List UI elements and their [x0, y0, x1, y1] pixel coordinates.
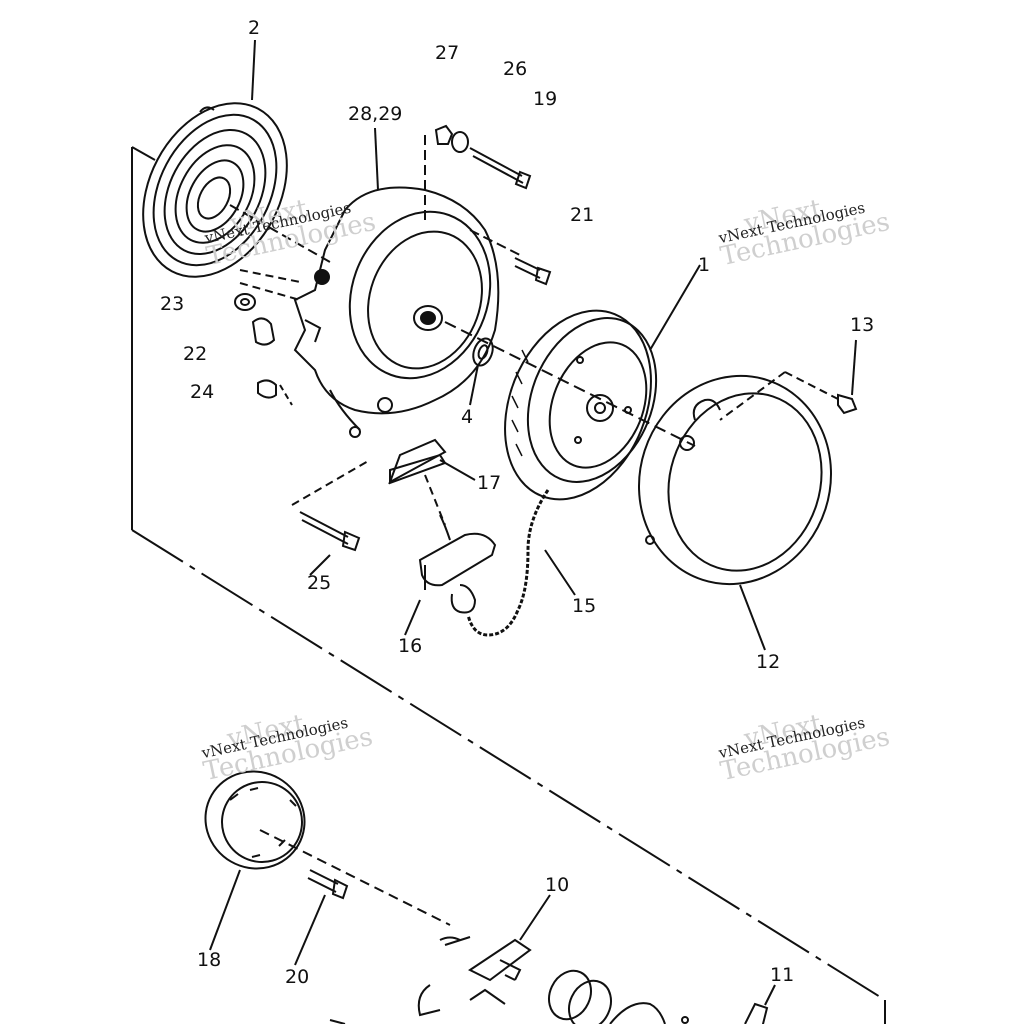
starter-housing — [293, 127, 500, 438]
seal-4 — [469, 337, 494, 406]
callout-18: 18 — [197, 949, 222, 971]
bolt-set-top — [434, 124, 532, 190]
small-fasteners-left — [234, 293, 277, 399]
callout-2: 2 — [248, 17, 261, 39]
recoil-spring — [142, 39, 288, 278]
callout-27: 27 — [435, 42, 460, 64]
callout-22: 22 — [183, 343, 208, 365]
bolt-20 — [294, 869, 349, 966]
callout-4: 4 — [461, 406, 474, 428]
callout-17: 17 — [477, 472, 502, 494]
plate-17 — [388, 438, 476, 485]
callout-24: 24 — [190, 381, 215, 403]
callout-10: 10 — [545, 874, 570, 896]
callout-12: 12 — [756, 651, 781, 673]
callout-26: 26 — [503, 58, 528, 80]
callout-1: 1 — [698, 254, 711, 276]
switch-16 — [404, 514, 497, 636]
callout-23: 23 — [160, 293, 185, 315]
callout-15: 15 — [572, 595, 597, 617]
bottom-parts — [329, 969, 776, 1024]
cover-12 — [638, 374, 832, 651]
axis-lines — [229, 135, 841, 526]
bolt-13 — [837, 339, 858, 415]
callout-20: 20 — [285, 966, 310, 988]
callout-21: 21 — [570, 204, 595, 226]
callout-16: 16 — [398, 635, 423, 657]
frame-lines — [131, 146, 886, 1024]
callout-19: 19 — [533, 88, 558, 110]
wire-15 — [466, 489, 576, 637]
bolt-25 — [299, 511, 361, 576]
callout-11: 11 — [770, 964, 795, 986]
ring-18 — [204, 770, 451, 951]
callout-13: 13 — [850, 314, 875, 336]
switch-10 — [417, 894, 551, 1017]
callout-25: 25 — [307, 572, 332, 594]
callout-28-29: 28,29 — [348, 103, 403, 125]
pulley-1 — [504, 264, 701, 501]
bolt-21 — [514, 257, 552, 286]
